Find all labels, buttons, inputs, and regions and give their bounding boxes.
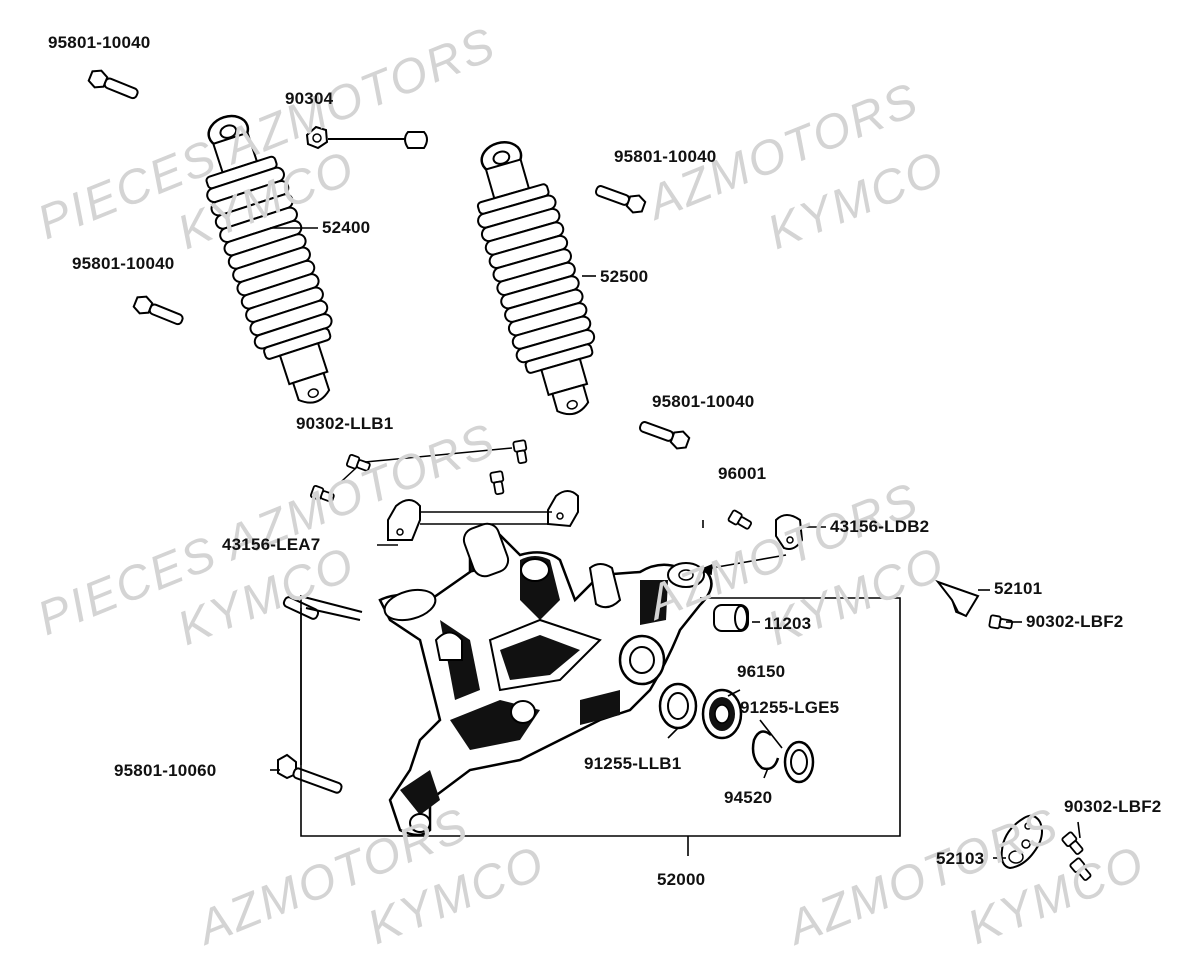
bolt-95801-10040-top-right [592, 180, 648, 217]
clamp-43156-lea7 [387, 490, 579, 541]
label-bolt-shock-right-bottom: 95801-10040 [652, 392, 755, 411]
collar-11203 [713, 604, 749, 632]
label-collar-11203: 11203 [764, 614, 812, 633]
bolt-95801-10060 [277, 595, 363, 794]
bolt-95801-10040-top-left [86, 66, 142, 105]
label-screw-lbf2-a: 90302-LBF2 [1026, 612, 1124, 631]
label-bearing-96150: 96150 [737, 662, 786, 681]
screws-90302-llb1 [309, 439, 530, 506]
label-nut-90304: 90304 [285, 89, 334, 108]
bolt-95801-10040-mid-left [131, 292, 187, 331]
leader-lines [270, 227, 1081, 859]
shock-absorber-right [476, 141, 596, 416]
label-shock-left: 52400 [322, 218, 371, 237]
label-swing-arm-52000: 52000 [657, 870, 706, 889]
bolt-96001 [726, 508, 754, 533]
swing-arm-52000 [378, 522, 713, 837]
label-plate-52103: 52103 [936, 849, 985, 868]
label-bolt-96001: 96001 [718, 464, 767, 483]
label-seal-lge5: 91255-LGE5 [740, 698, 840, 717]
label-clamp-lea7: 43156-LEA7 [222, 535, 321, 554]
plate-52103 [1000, 814, 1043, 870]
label-clamp-ldb2: 43156-LDB2 [830, 517, 930, 536]
nut-90304 [305, 125, 428, 150]
label-screw-llb1: 90302-LLB1 [296, 414, 394, 433]
seal-91255-llb1 [658, 682, 698, 730]
label-screw-lbf2-b: 90302-LBF2 [1064, 797, 1162, 816]
label-circlip-94520: 94520 [724, 788, 773, 807]
screw-90302-lbf2-a [988, 614, 1014, 632]
bolt-95801-10040-bottom-right [636, 416, 692, 453]
seal-91255-lge5 [783, 740, 815, 784]
clamp-43156-ldb2 [775, 514, 804, 550]
bracket-52101 [935, 579, 980, 618]
exploded-parts-diagram [86, 66, 1094, 884]
label-bolt-shock-right-top: 95801-10040 [614, 147, 717, 166]
label-bolt-shock-left-top: 95801-10040 [48, 33, 151, 52]
label-seal-llb1: 91255-LLB1 [584, 754, 682, 773]
screw-90302-lbf2-b-lower [1068, 856, 1094, 884]
label-shock-right: 52500 [600, 267, 649, 286]
label-bolt-shock-left-mid: 95801-10040 [72, 254, 175, 273]
bearing-96150 [701, 688, 743, 740]
label-bracket-52101: 52101 [994, 579, 1043, 598]
label-bolt-95801-10060: 95801-10060 [114, 761, 217, 780]
circlip-94520 [751, 730, 780, 771]
shock-absorber-left [205, 114, 333, 404]
screw-90302-lbf2-b-upper [1060, 830, 1086, 858]
